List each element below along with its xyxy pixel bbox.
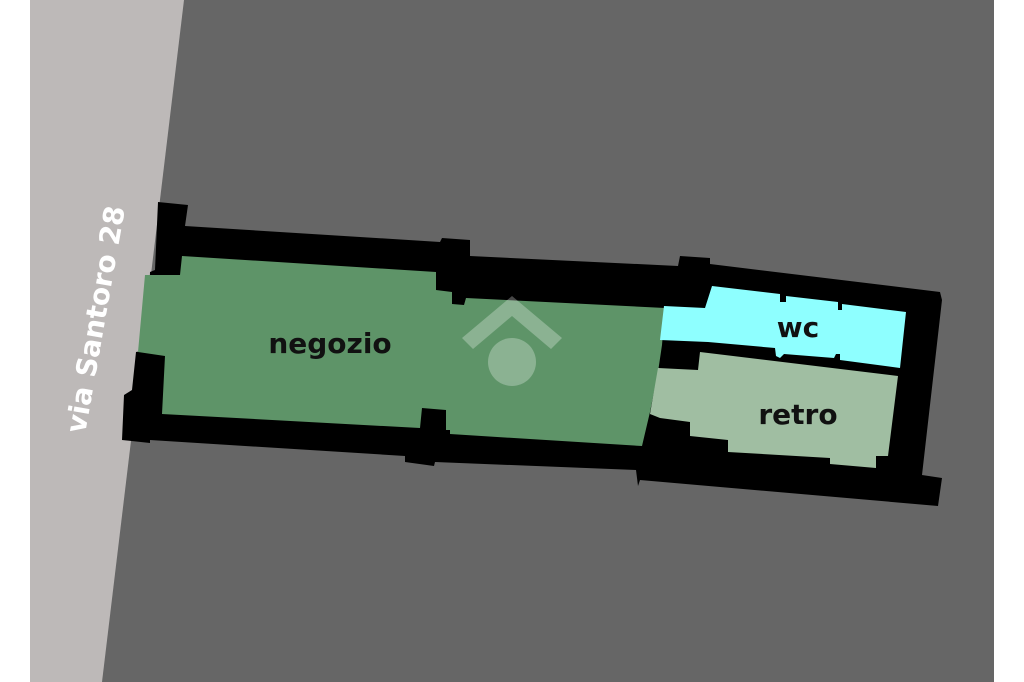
room-negozio <box>138 256 665 446</box>
room-label-retro: retro <box>758 398 837 431</box>
house-logo-icon <box>462 296 562 386</box>
room-wc <box>660 286 906 368</box>
street-band <box>30 0 184 682</box>
room-label-wc: wc <box>777 311 819 344</box>
room-retro <box>650 352 898 468</box>
room-label-negozio: negozio <box>268 327 391 360</box>
